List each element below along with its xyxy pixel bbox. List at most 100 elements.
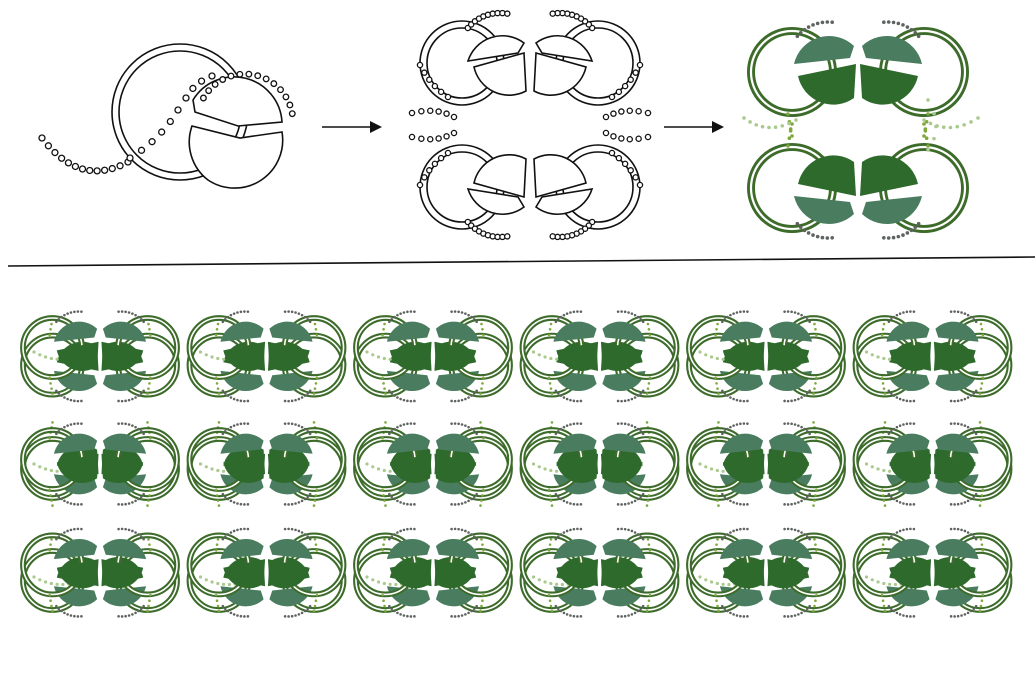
lattice-cell (522, 318, 676, 403)
dot-chain (409, 130, 456, 141)
centre-diamond (423, 516, 435, 524)
lattice-cell (522, 528, 676, 613)
arrow-1 (322, 121, 382, 133)
dot-tail-left (39, 135, 131, 174)
centre-diamond (756, 516, 768, 524)
wedge-light (935, 586, 978, 606)
wedge-light (103, 586, 146, 606)
lattice-cell (689, 422, 843, 618)
wedge-dark (268, 559, 310, 588)
colored-subunit (860, 122, 965, 240)
wedge-light (387, 539, 430, 559)
lattice-cell (356, 318, 510, 403)
lattice-cell (189, 528, 343, 613)
arrow-2 (664, 121, 724, 133)
dot-chain (465, 10, 510, 30)
colored-subunit (751, 122, 856, 240)
lattice-cell (189, 422, 343, 618)
wedge-light (387, 586, 430, 606)
tetramer-colored-panel (742, 20, 980, 240)
wedge-light (553, 322, 596, 342)
colored-subunit (751, 20, 856, 138)
lattice-cell (23, 422, 177, 618)
wedge-light (794, 36, 854, 64)
wedge-light (886, 539, 929, 559)
wedge-light (769, 539, 812, 559)
outline-subunit (534, 10, 651, 119)
wedge-light (862, 196, 922, 224)
lattice-cell (356, 310, 510, 506)
wedge-light (54, 539, 97, 559)
wedge-light (269, 539, 312, 559)
lattice-cell (689, 310, 843, 506)
lattice-cell (522, 310, 676, 506)
wedge-light (436, 322, 479, 342)
colored-subunit (860, 20, 965, 138)
centre-diamond (923, 516, 935, 524)
dot-chain (465, 219, 510, 239)
wedge-dark (934, 342, 976, 371)
wedge-light (794, 196, 854, 224)
wedge-light (436, 539, 479, 559)
wedge-light (103, 322, 146, 342)
wedge-light (553, 586, 596, 606)
wedge-light (220, 539, 263, 559)
wedge-dark (798, 155, 856, 196)
wedge-dark (434, 559, 476, 588)
centre-diamond (90, 404, 102, 412)
wedge-dark (767, 342, 809, 371)
wedge-light (862, 36, 922, 64)
wedge-dark (798, 64, 856, 105)
lattice-cell (356, 528, 510, 613)
wedge-light (935, 539, 978, 559)
wedge-dark (767, 559, 809, 588)
wedge-light (602, 322, 645, 342)
wedge-dark (268, 342, 310, 371)
wedge-light (602, 586, 645, 606)
wedge-dark (934, 559, 976, 588)
wedge-light (602, 539, 645, 559)
tetramer-outline-panel (409, 10, 650, 239)
divider-line (8, 257, 1035, 266)
lattice-cell (855, 318, 1009, 403)
centre-diamond (257, 516, 269, 524)
lattice-cell (689, 318, 843, 403)
dot-chain (550, 219, 595, 239)
outline-subunit (409, 130, 526, 239)
centre-diamond (257, 404, 269, 412)
wedge-light (220, 322, 263, 342)
centre-diamond (756, 404, 768, 412)
wedge-dark (889, 342, 931, 371)
centre-diamond (590, 404, 602, 412)
wedge-light (720, 539, 763, 559)
wedge-dark (223, 342, 265, 371)
wedge-light (935, 322, 978, 342)
wedge-dark (101, 342, 143, 371)
lattice-cell (189, 318, 343, 403)
dot-chain (550, 10, 595, 30)
wedge-light (553, 539, 596, 559)
wedge-light (769, 586, 812, 606)
wedge-dark (390, 342, 432, 371)
wedge-dark (601, 559, 643, 588)
lattice-cell (855, 310, 1009, 506)
lattice-cell (189, 310, 343, 506)
dot-chain (409, 108, 456, 119)
wedge-light (220, 586, 263, 606)
wedge-light (436, 586, 479, 606)
wedge-dark (601, 342, 643, 371)
wedge-light (54, 322, 97, 342)
wedge-dark (860, 64, 918, 105)
linker-dots-left (742, 116, 798, 129)
wedge-light (103, 539, 146, 559)
wedge-dark (723, 342, 765, 371)
outline-subunit (534, 130, 651, 239)
lattice-cell (23, 528, 177, 613)
monomer-panel (39, 44, 295, 188)
wedge-dark (57, 342, 99, 371)
wedge-dark (556, 342, 598, 371)
wedge-light (720, 322, 763, 342)
wedge-dark (860, 155, 918, 196)
